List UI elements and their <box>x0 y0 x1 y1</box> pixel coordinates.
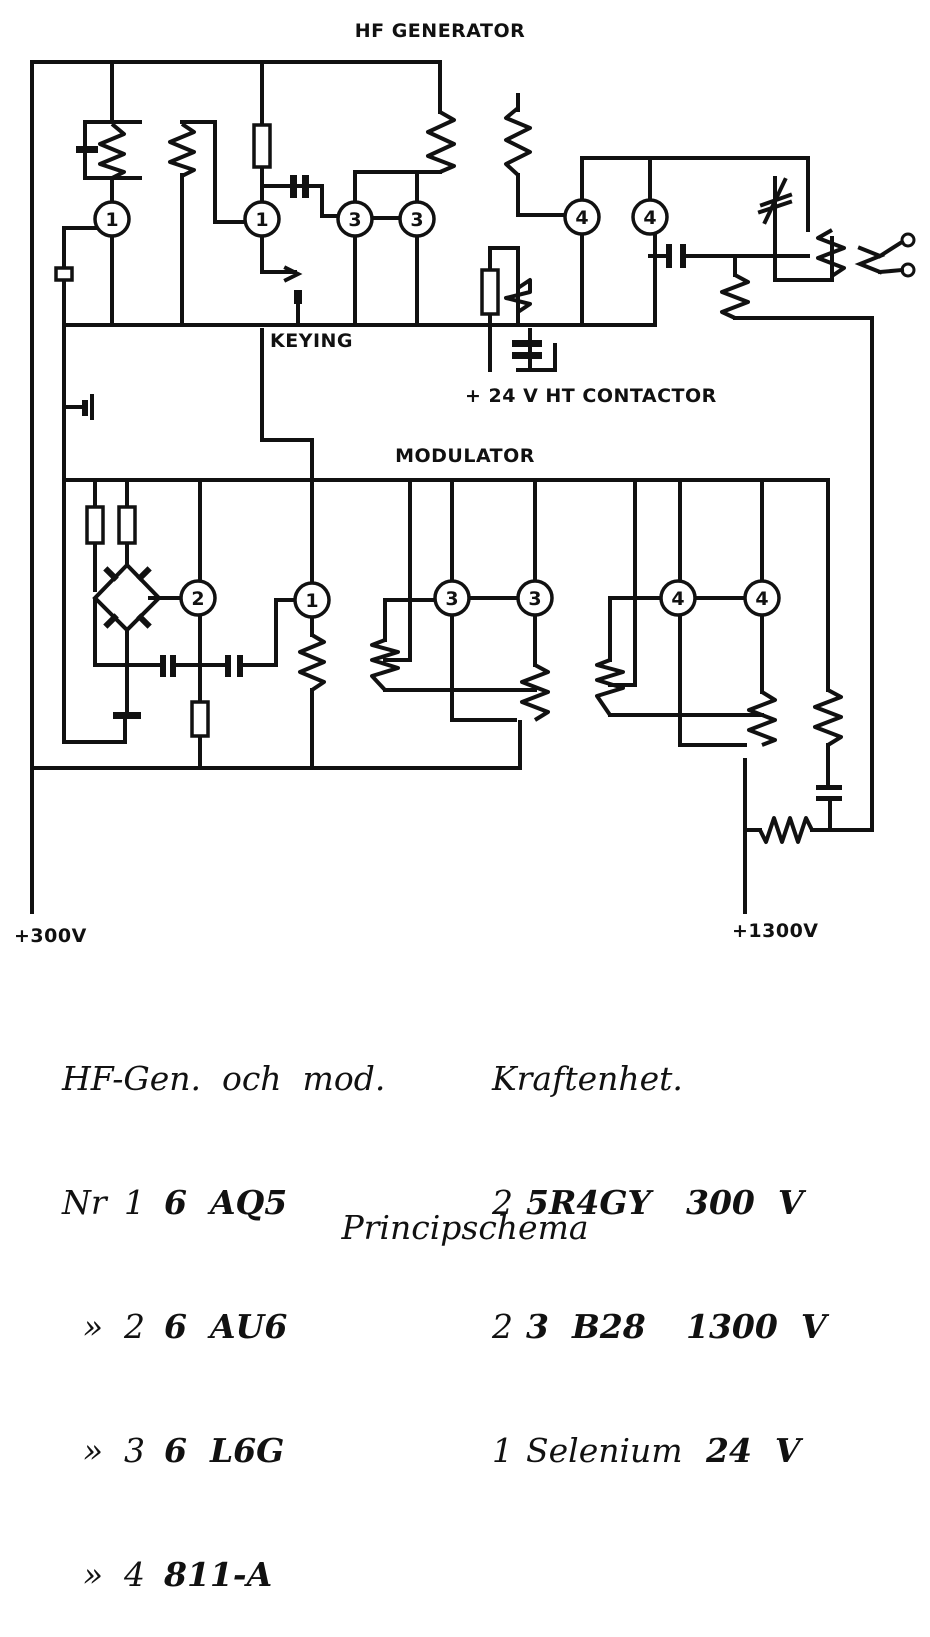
tube-hf-3b: 3 <box>398 200 436 238</box>
svg-text:1: 1 <box>305 590 318 612</box>
legend-right-title: Kraftenhet. <box>492 1059 683 1098</box>
svg-text:4: 4 <box>643 207 656 229</box>
legend-left-title: HF-Gen. och mod. <box>62 1059 386 1098</box>
label-1300v: +1300V <box>732 920 819 942</box>
tube-hf-4b: 4 <box>631 198 669 236</box>
wiring <box>30 60 874 914</box>
tube-mod-3b: 3 <box>516 579 554 617</box>
tube-hf-4a: 4 <box>563 198 601 236</box>
svg-text:4: 4 <box>755 588 768 610</box>
tube-mod-4a: 4 <box>659 579 697 617</box>
svg-text:2: 2 <box>191 588 204 610</box>
svg-text:3: 3 <box>445 588 458 610</box>
tube-hf-1b: 1 <box>243 200 281 238</box>
svg-text:1: 1 <box>255 209 268 231</box>
tube-mod-2: 2 <box>179 579 217 617</box>
tube-hf-1a: 1 <box>93 200 131 238</box>
vacuum-tubes: 1 1 3 3 4 4 2 1 3 3 4 4 <box>93 198 781 619</box>
label-keying: KEYING <box>270 330 353 352</box>
svg-text:3: 3 <box>348 209 361 231</box>
svg-text:4: 4 <box>575 207 588 229</box>
tube-mod-1: 1 <box>293 581 331 619</box>
resistors <box>54 106 846 844</box>
svg-text:1: 1 <box>105 209 118 231</box>
label-hf-generator: HF GENERATOR <box>355 20 526 42</box>
capacitors <box>62 146 842 801</box>
svg-text:3: 3 <box>410 209 423 231</box>
relay-contacts <box>283 232 916 370</box>
schematic-labels: HF GENERATOR KEYING + 24 V HT CONTACTOR … <box>14 20 819 947</box>
tube-hf-3a: 3 <box>336 200 374 238</box>
circuit-schematic: 1 1 3 3 4 4 2 1 3 3 4 4 HF GENERATOR KEY… <box>14 20 916 947</box>
svg-text:4: 4 <box>671 588 684 610</box>
label-ht-contactor: + 24 V HT CONTACTOR <box>465 385 717 407</box>
caption: Principschema <box>341 1208 589 1247</box>
label-300v: +300V <box>14 925 87 947</box>
label-modulator: MODULATOR <box>395 445 535 467</box>
svg-text:3: 3 <box>528 588 541 610</box>
tube-mod-3a: 3 <box>433 579 471 617</box>
tube-mod-4b: 4 <box>743 579 781 617</box>
selenium-bridge <box>92 562 162 633</box>
